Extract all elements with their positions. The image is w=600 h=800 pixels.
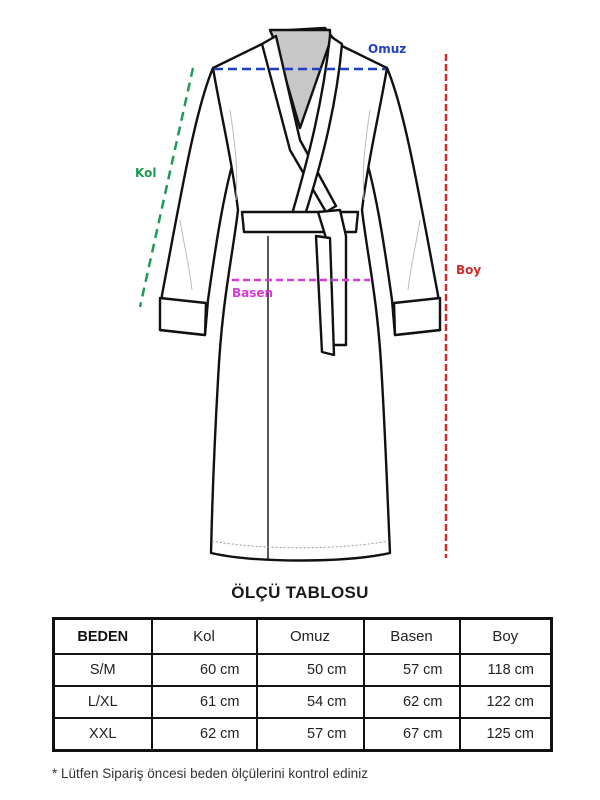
size-cell: S/M: [52, 653, 153, 687]
omuz-cell: 57 cm: [255, 717, 365, 752]
size-chart-table: BEDEN Kol Omuz Basen Boy S/M 60 cm 50 cm…: [52, 617, 553, 752]
robe-measurement-diagram: Omuz Kol Basen Boy: [135, 26, 482, 562]
basen-cell: 57 cm: [362, 653, 461, 687]
size-cell: L/XL: [52, 685, 153, 719]
basen-cell: 67 cm: [362, 717, 461, 752]
kol-cell: 60 cm: [150, 653, 258, 687]
size-cell: XXL: [52, 717, 153, 752]
omuz-cell: 54 cm: [255, 685, 365, 719]
size-chart-title: ÖLÇÜ TABLOSU: [231, 583, 369, 602]
boy-cell: 118 cm: [458, 653, 553, 687]
table-row: XXL 62 cm 57 cm 67 cm 125 cm: [52, 717, 553, 752]
basen-cell: 62 cm: [362, 685, 461, 719]
kol-label: Kol: [135, 166, 157, 180]
footnote: * Lütfen Sipariş öncesi beden ölçülerini…: [52, 766, 368, 781]
table-row: L/XL 61 cm 54 cm 62 cm 122 cm: [52, 685, 553, 719]
robe-illustration: [138, 26, 448, 562]
omuz-cell: 50 cm: [255, 653, 365, 687]
basen-label: Basen: [232, 286, 274, 300]
header-beden: BEDEN: [52, 617, 153, 655]
header-basen: Basen: [362, 617, 461, 655]
boy-label: Boy: [456, 263, 482, 277]
boy-cell: 125 cm: [458, 717, 553, 752]
kol-cell: 62 cm: [150, 717, 258, 752]
header-omuz: Omuz: [255, 617, 365, 655]
header-kol: Kol: [150, 617, 258, 655]
table-header-row: BEDEN Kol Omuz Basen Boy: [52, 617, 553, 655]
kol-cell: 61 cm: [150, 685, 258, 719]
omuz-label: Omuz: [368, 42, 407, 56]
boy-cell: 122 cm: [458, 685, 553, 719]
table-row: S/M 60 cm 50 cm 57 cm 118 cm: [52, 653, 553, 687]
header-boy: Boy: [458, 617, 553, 655]
